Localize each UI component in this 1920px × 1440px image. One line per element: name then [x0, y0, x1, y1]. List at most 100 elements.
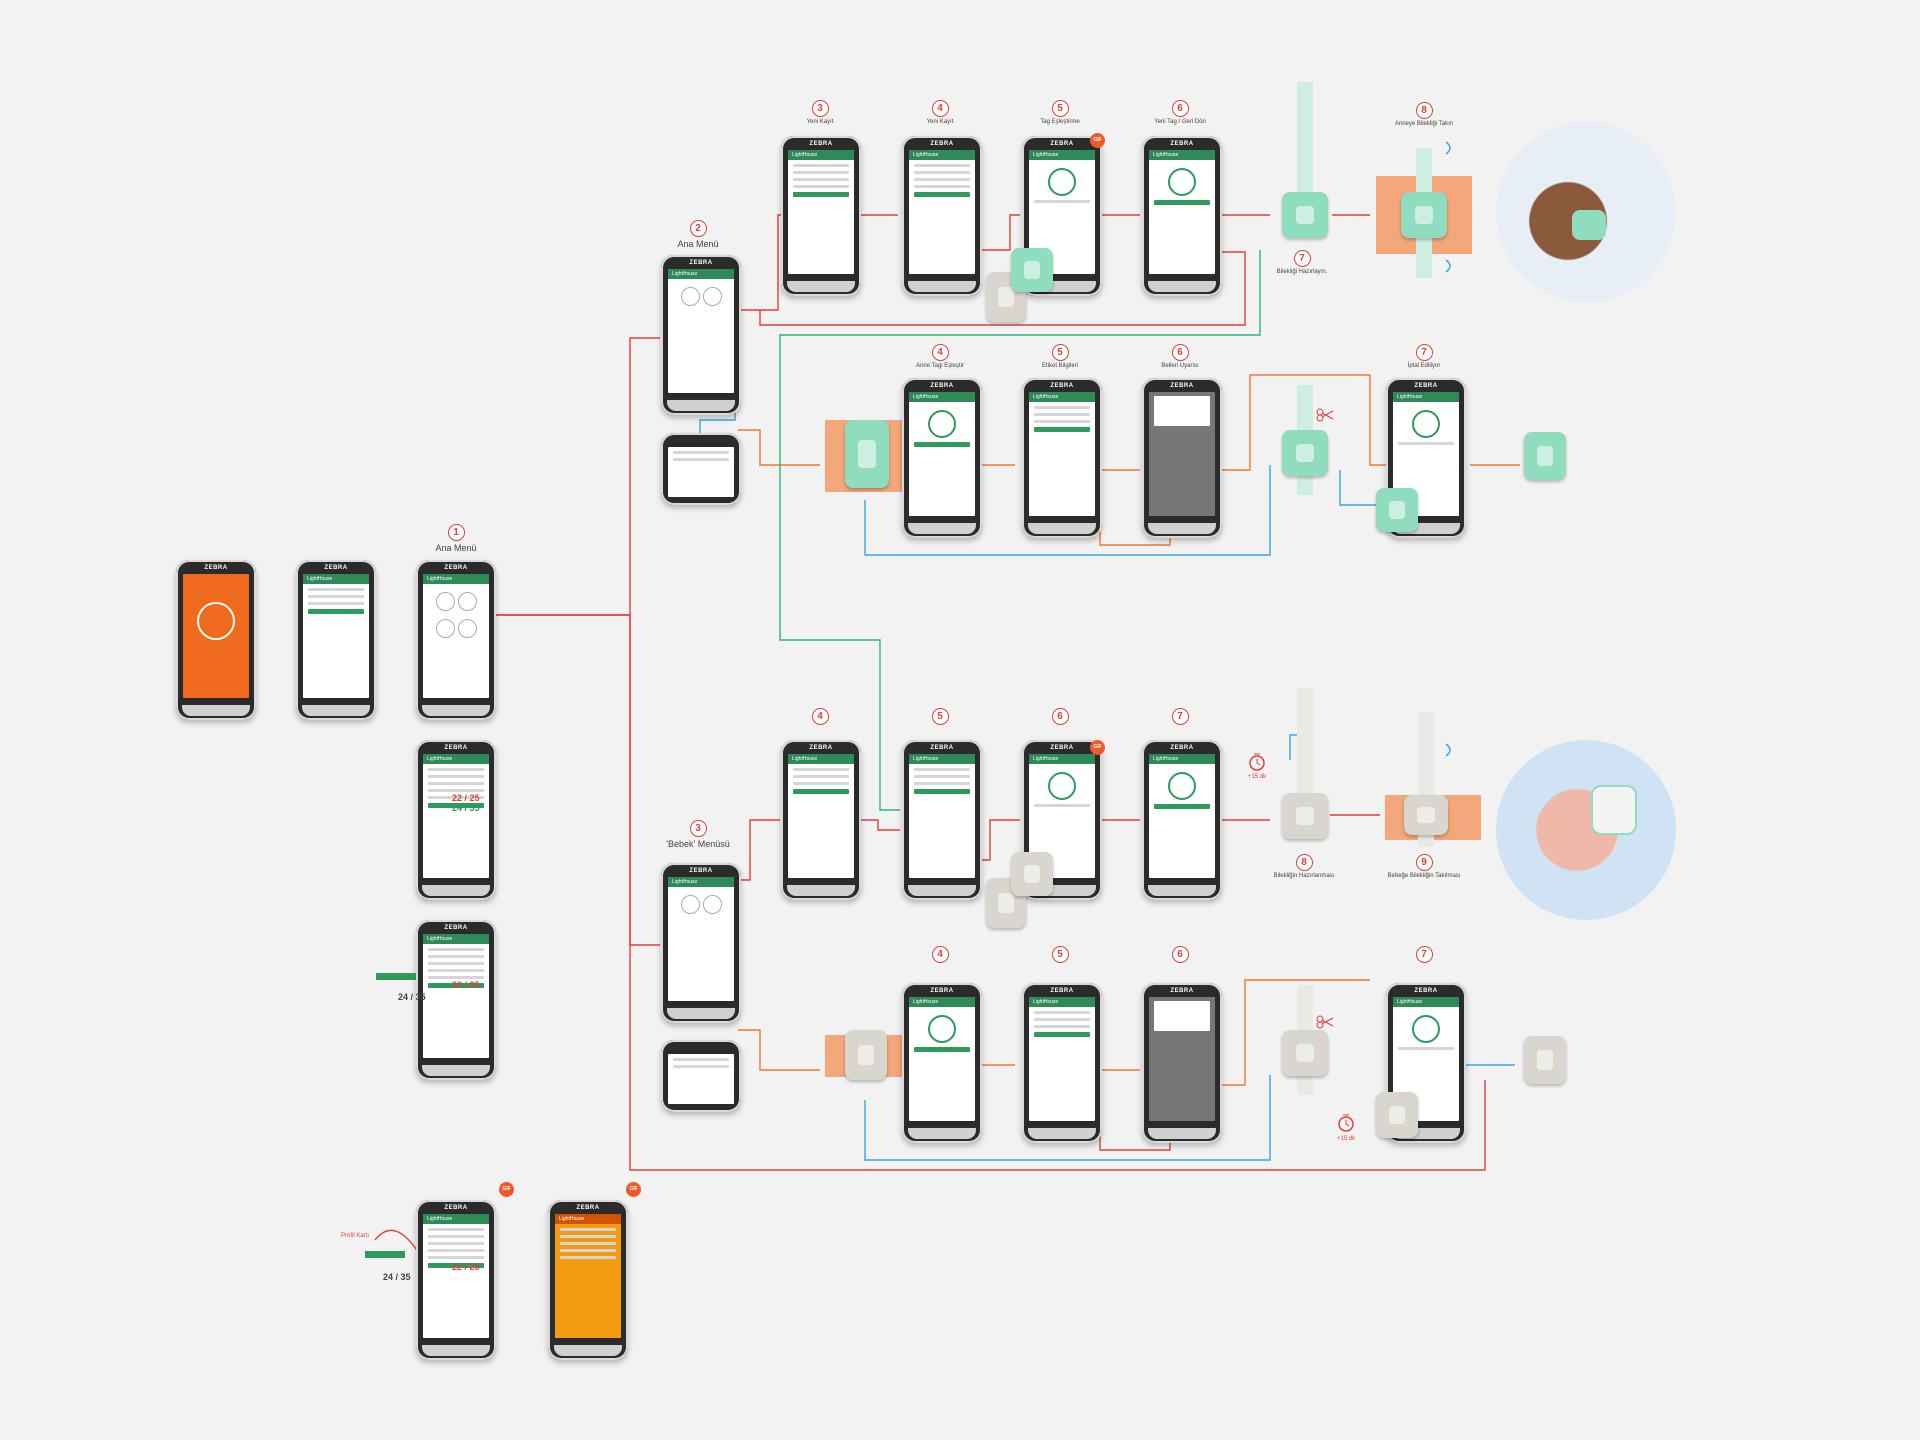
step-number: 7 [1415, 946, 1433, 963]
step-number: 4 [931, 344, 949, 361]
bracelet-photo [1591, 785, 1637, 835]
app-logo-icon [197, 602, 235, 640]
bracelet-tag [1404, 795, 1448, 835]
app-title: LightHouse [909, 754, 975, 764]
phone-step-2-dialog [661, 433, 741, 505]
progress-ring-icon [1048, 168, 1076, 196]
gif-badge: GIF [626, 1182, 641, 1197]
profile-card-label: Profil Kartı [341, 1233, 370, 1239]
timer-icon [1338, 1114, 1354, 1132]
bracelet-tag-x2 [845, 1030, 887, 1080]
baby-registration-screen: LightHouse [909, 754, 975, 878]
connector-r2-blue-2 [1339, 470, 1380, 506]
step-number: 4 [931, 946, 949, 963]
app-title: LightHouse [668, 877, 734, 887]
stat-mothers: 22 / 25 [452, 980, 480, 990]
phone-step-1: ZEBRA LightHouse [416, 560, 496, 720]
dialog-screen [668, 1054, 734, 1104]
device-brand: ZEBRA [324, 565, 348, 571]
step-r3-5: 5 [880, 706, 1000, 727]
timer-label: +15 dk [1248, 774, 1267, 780]
bracelet-tag [1282, 192, 1328, 238]
step-number: 5 [1051, 344, 1069, 361]
gif-badge: GIF [1090, 133, 1105, 148]
progress-ring-icon [1412, 410, 1440, 438]
menu-tile[interactable] [457, 592, 477, 611]
device-brand: ZEBRA [1050, 988, 1074, 994]
phone-r2-6: ZEBRA [1142, 378, 1222, 538]
device-brand: ZEBRA [1170, 745, 1194, 751]
device-brand: ZEBRA [1170, 141, 1194, 147]
phone-profile-a: ZEBRA LightHouse [416, 740, 496, 900]
success-screen: LightHouse [1149, 754, 1215, 878]
bracelet-tag-tap [1011, 852, 1053, 896]
step-number: 2 [689, 220, 707, 237]
stat-mothers: 22 / 25 [452, 793, 480, 803]
step-r4-6: 6 [1120, 944, 1240, 965]
scissors-icon [1316, 1015, 1334, 1029]
step-number: 6 [1051, 708, 1069, 725]
app-title: LightHouse [1393, 997, 1459, 1007]
device-brand: ZEBRA [444, 925, 468, 931]
step-r4-4: 4 [880, 944, 1000, 965]
menu-tile[interactable] [435, 592, 455, 611]
progress-ring-icon [928, 1015, 956, 1043]
app-title: LightHouse [1149, 754, 1215, 764]
step-label: Yeni Kayıt [926, 119, 954, 125]
step-label: Anneye Bilekliği Takın [1394, 121, 1454, 127]
menu-tile[interactable] [680, 287, 700, 306]
step-label: 'Bebek' Menüsü [666, 839, 730, 849]
connector-r3-4-5 [858, 819, 900, 831]
menu-tile[interactable] [702, 287, 722, 306]
timer-icon [1249, 753, 1265, 771]
device-brand: ZEBRA [444, 1205, 468, 1211]
bracelet-tag-tap [1011, 248, 1053, 292]
bracelet-photo [1572, 210, 1606, 240]
connector-4-to-5 [980, 214, 1020, 251]
stat-mothers: 22 / 25 [452, 1262, 480, 1272]
profile-orange-screen: LightHouse [555, 1214, 621, 1338]
profile-screen: LightHouse [423, 934, 489, 1058]
menu-tile[interactable] [457, 619, 477, 638]
app-title: LightHouse [1149, 150, 1215, 160]
step-number: 6 [1171, 344, 1189, 361]
app-title: LightHouse [1029, 392, 1095, 402]
main-menu-screen: LightHouse [423, 574, 489, 698]
app-title: LightHouse [423, 574, 489, 584]
warning-screen [1149, 997, 1215, 1121]
menu-screen: LightHouse [668, 269, 734, 393]
step-number: 4 [811, 708, 829, 725]
phone-profile-orange: ZEBRA LightHouse [548, 1200, 628, 1360]
device-brand: ZEBRA [930, 745, 954, 751]
bracelet-strap [1297, 82, 1313, 192]
bracelet-tag-released [1524, 432, 1566, 480]
menu-tile[interactable] [702, 895, 722, 914]
bracelet-tag-tap [1376, 488, 1418, 532]
step-number: 6 [1171, 946, 1189, 963]
app-title: LightHouse [1393, 392, 1459, 402]
bracelet-strap [1297, 688, 1313, 793]
bracelet-tag-x2 [845, 420, 889, 488]
menu-tile[interactable] [435, 619, 455, 638]
app-title: LightHouse [1029, 997, 1095, 1007]
step-number: 7 [1293, 250, 1311, 267]
step-r3-4: 4 [760, 706, 880, 727]
tab-highlight [365, 1251, 405, 1258]
photo-baby-wrist [1496, 740, 1676, 920]
device-brand: ZEBRA [1170, 383, 1194, 389]
step-r4-7: 7 [1364, 944, 1484, 965]
success-screen: LightHouse [1149, 150, 1215, 274]
menu-tile[interactable] [680, 895, 700, 914]
app-title: LightHouse [423, 754, 489, 764]
progress-ring-icon [1048, 772, 1076, 800]
step-r3-7: 7 [1120, 706, 1240, 727]
bracelet-tag [1282, 1030, 1328, 1076]
